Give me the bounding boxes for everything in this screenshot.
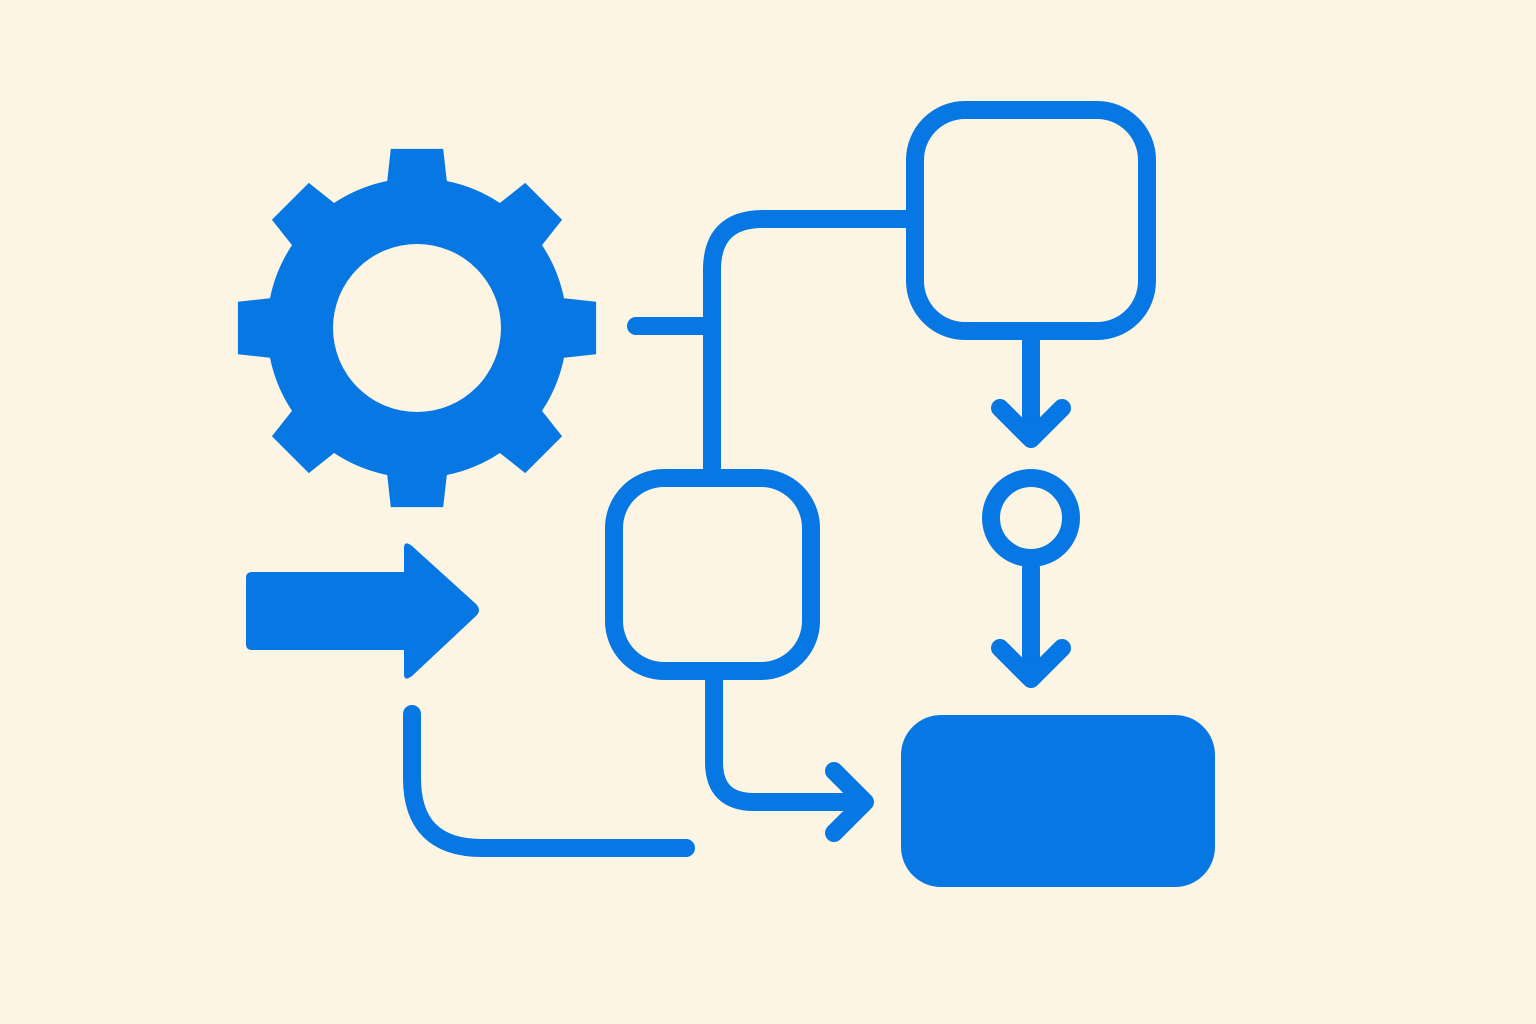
arrowhead-down-1 bbox=[991, 399, 1071, 448]
connector-spine-to-top-box bbox=[703, 210, 915, 479]
connector-feedback-line bbox=[403, 705, 695, 857]
gear-icon bbox=[237, 148, 597, 508]
process-box-middle bbox=[605, 469, 820, 680]
arrowhead-down-2 bbox=[991, 639, 1071, 688]
junction-node bbox=[982, 469, 1080, 567]
process-box-top bbox=[906, 101, 1156, 340]
output-box bbox=[901, 715, 1215, 887]
connector-middle-box-to-output bbox=[705, 671, 873, 811]
gear-shape bbox=[237, 148, 597, 508]
arrow-right-icon bbox=[246, 543, 479, 679]
arrowhead-right bbox=[825, 762, 874, 842]
